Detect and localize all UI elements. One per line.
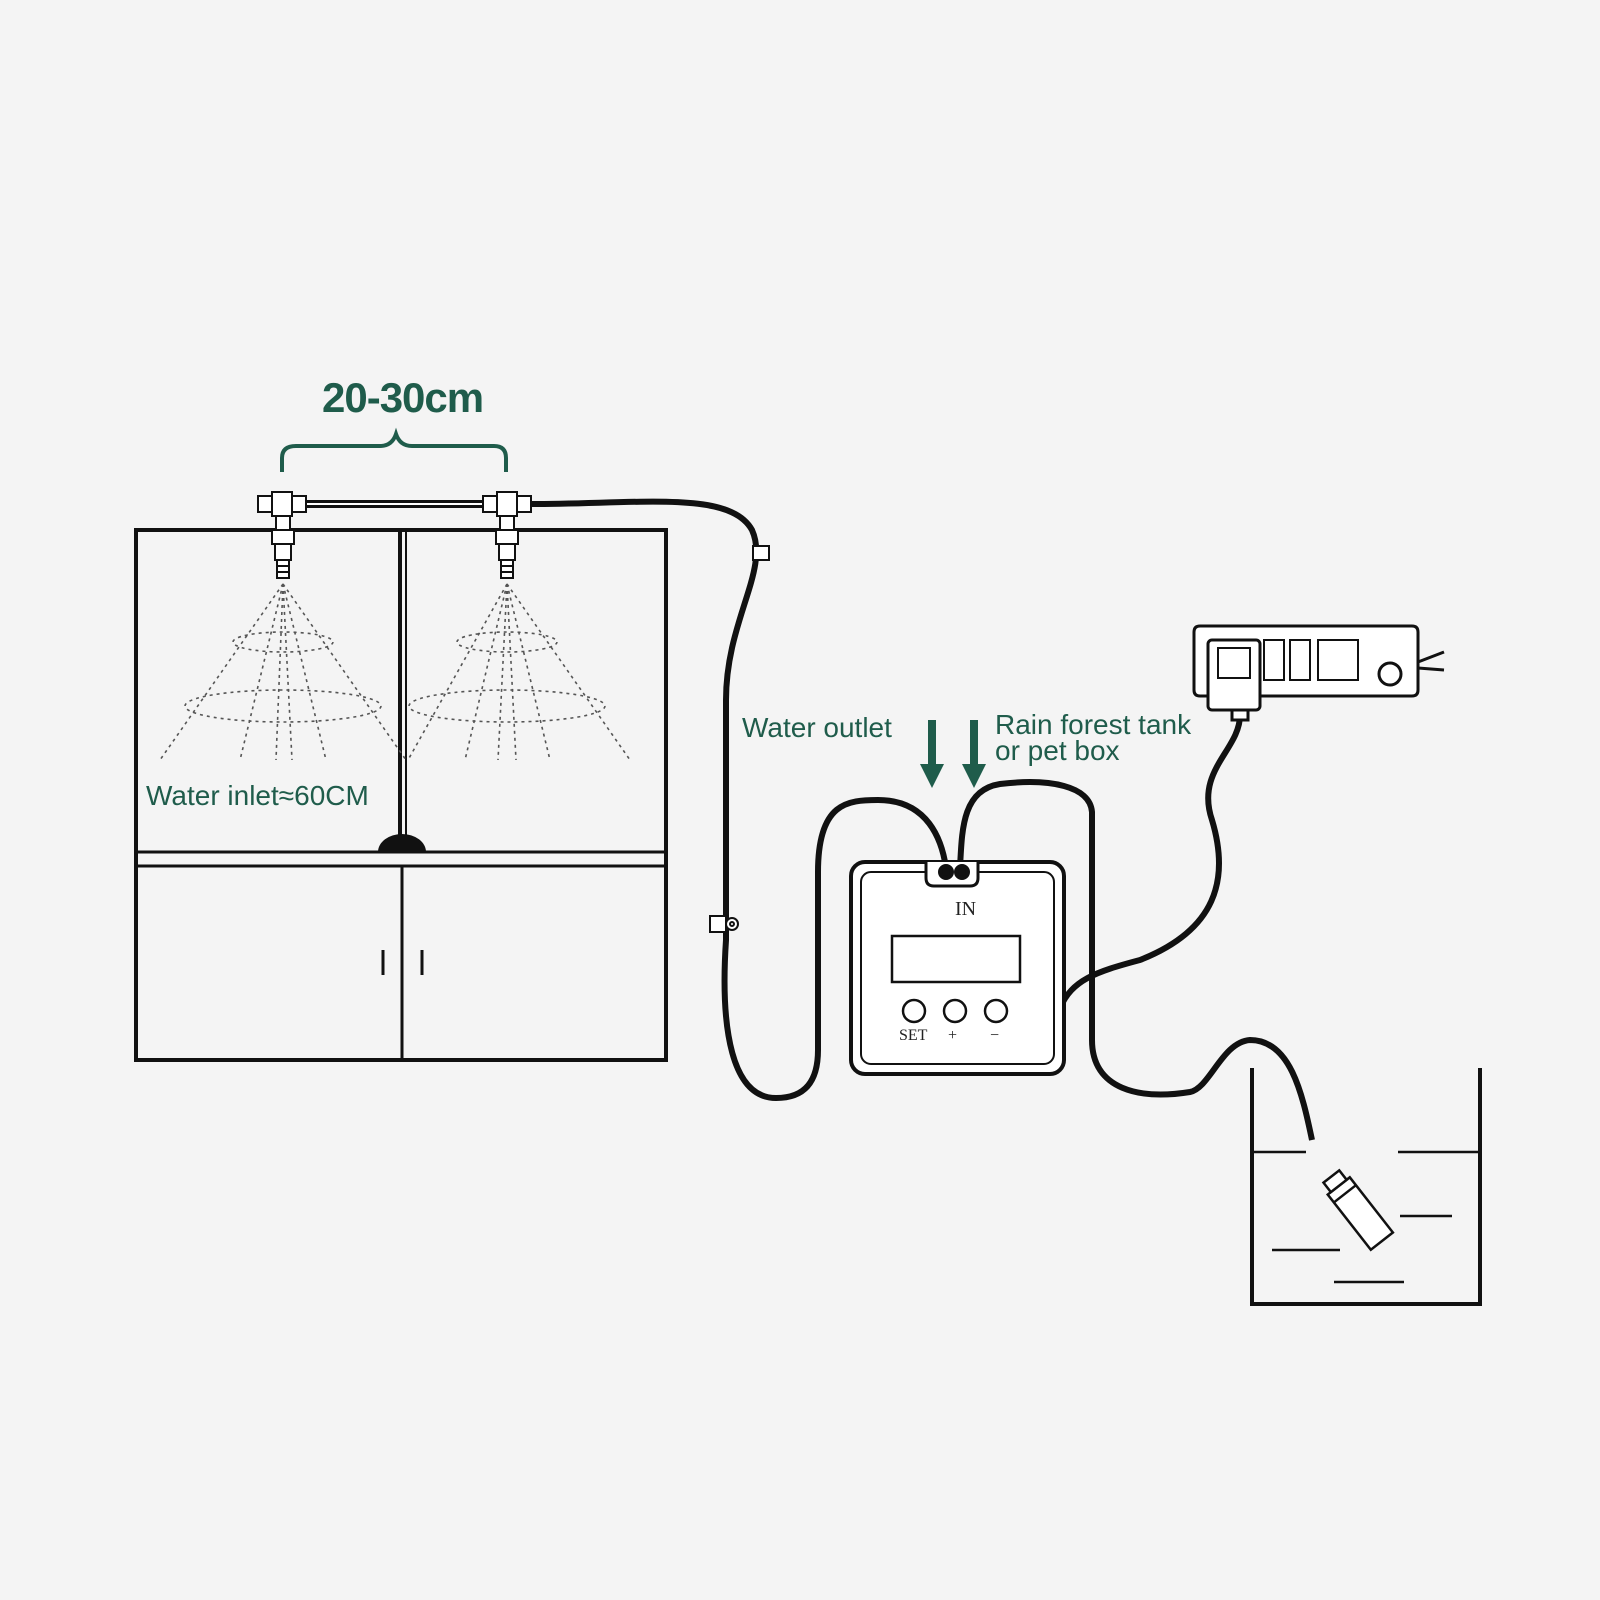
spacing-brace	[280, 427, 508, 472]
spray-cone	[159, 583, 407, 761]
plus-button[interactable]	[942, 998, 968, 1024]
water-inlet-label: Water inlet≈60CM	[146, 780, 369, 811]
water-outlet-label: Water outlet	[742, 712, 892, 743]
set-button-label: SET	[899, 1027, 928, 1044]
rain-forest-label-line1: Rain forest tank	[995, 709, 1192, 740]
lcd-display	[890, 934, 1022, 984]
minus-button-label: −	[990, 1027, 1000, 1044]
inlet-tube	[957, 779, 1315, 1141]
spray-cone	[407, 583, 631, 761]
spray-nozzle-icon	[257, 491, 307, 579]
submersible-pump-icon	[1321, 1168, 1395, 1252]
device-in-port-label: IN	[955, 898, 977, 920]
water-container	[1250, 1068, 1482, 1306]
terrarium-cabinet	[134, 528, 668, 1062]
set-button[interactable]	[901, 998, 927, 1024]
water-tube	[530, 498, 949, 1102]
controller-device	[849, 860, 1066, 1076]
plug-adapter-icon	[1206, 638, 1262, 722]
minus-button[interactable]	[983, 998, 1009, 1024]
rain-forest-label: Rain forest tank or pet box	[995, 709, 1192, 766]
cable-clip-icon	[709, 915, 739, 933]
plus-button-label: +	[948, 1027, 958, 1044]
power-cord	[1057, 714, 1243, 1010]
cable-clip-icon	[752, 545, 770, 561]
nozzle-spacing-label: 20-30cm	[322, 374, 484, 421]
spray-nozzle-icon	[482, 491, 532, 579]
rain-forest-label-line2: or pet box	[995, 735, 1120, 766]
